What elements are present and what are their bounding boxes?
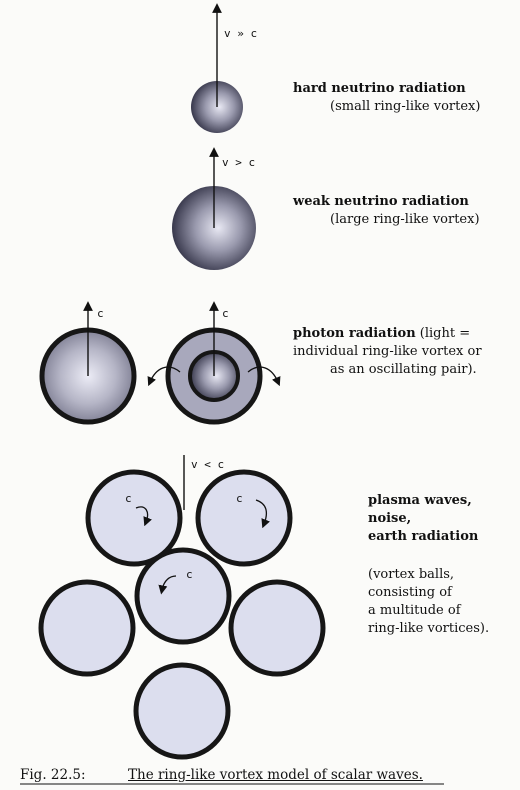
- velocity-label: c: [222, 307, 229, 320]
- rotation-arrow-left-icon: [147, 366, 181, 387]
- row4-title-1: plasma waves,: [368, 493, 472, 508]
- rotation-arrow-icon: [255, 499, 270, 529]
- row1-description: (small ring-like vortex): [330, 99, 481, 114]
- vortex-label: c: [125, 492, 132, 505]
- figure-number: Fig. 22.5:: [20, 767, 86, 783]
- row4-description-2: consisting of: [368, 585, 452, 600]
- row4-title-2: noise,: [368, 511, 412, 526]
- velocity-label: c: [97, 307, 104, 320]
- figure-caption-text: The ring-like vortex model of scalar wav…: [128, 767, 423, 783]
- figure-caption: Fig. 22.5: The ring-like vortex model of …: [20, 767, 423, 783]
- vortex-ring: [38, 579, 136, 677]
- vortex-label: c: [186, 568, 193, 581]
- row1-title: hard neutrino radiation: [293, 81, 466, 96]
- row3-title-line: photon radiation (light =: [293, 325, 470, 343]
- row4-description-3: a multitude of: [368, 603, 461, 618]
- row3-title: photon radiation: [293, 326, 416, 341]
- row4-title-3: earth radiation: [368, 529, 479, 544]
- row2-description: (large ring-like vortex): [330, 212, 480, 227]
- velocity-label: v > c: [222, 156, 256, 169]
- vortex-ring: [133, 662, 231, 760]
- vortex-ring: [228, 579, 326, 677]
- rotation-arrow-right-icon: [247, 366, 281, 387]
- row3-description-2: as an oscillating pair).: [330, 362, 477, 377]
- row3-title-rest: (light =: [415, 326, 471, 341]
- vortex-ring: [195, 469, 293, 567]
- row4-description-4: ring-like vortices).: [368, 621, 490, 636]
- rotation-arrow-icon: [135, 506, 152, 527]
- vortex-label: c: [236, 492, 243, 505]
- rotation-arrow-icon: [158, 575, 177, 595]
- velocity-label: v » c: [224, 27, 258, 40]
- row2-title: weak neutrino radiation: [293, 194, 469, 209]
- velocity-label: v < c: [191, 458, 225, 471]
- row3-description-1: individual ring-like vortex or: [293, 344, 482, 359]
- row4-description-1: (vortex balls,: [368, 567, 455, 582]
- vortex-ring-center: [134, 547, 232, 645]
- vortex-ring: [85, 469, 183, 567]
